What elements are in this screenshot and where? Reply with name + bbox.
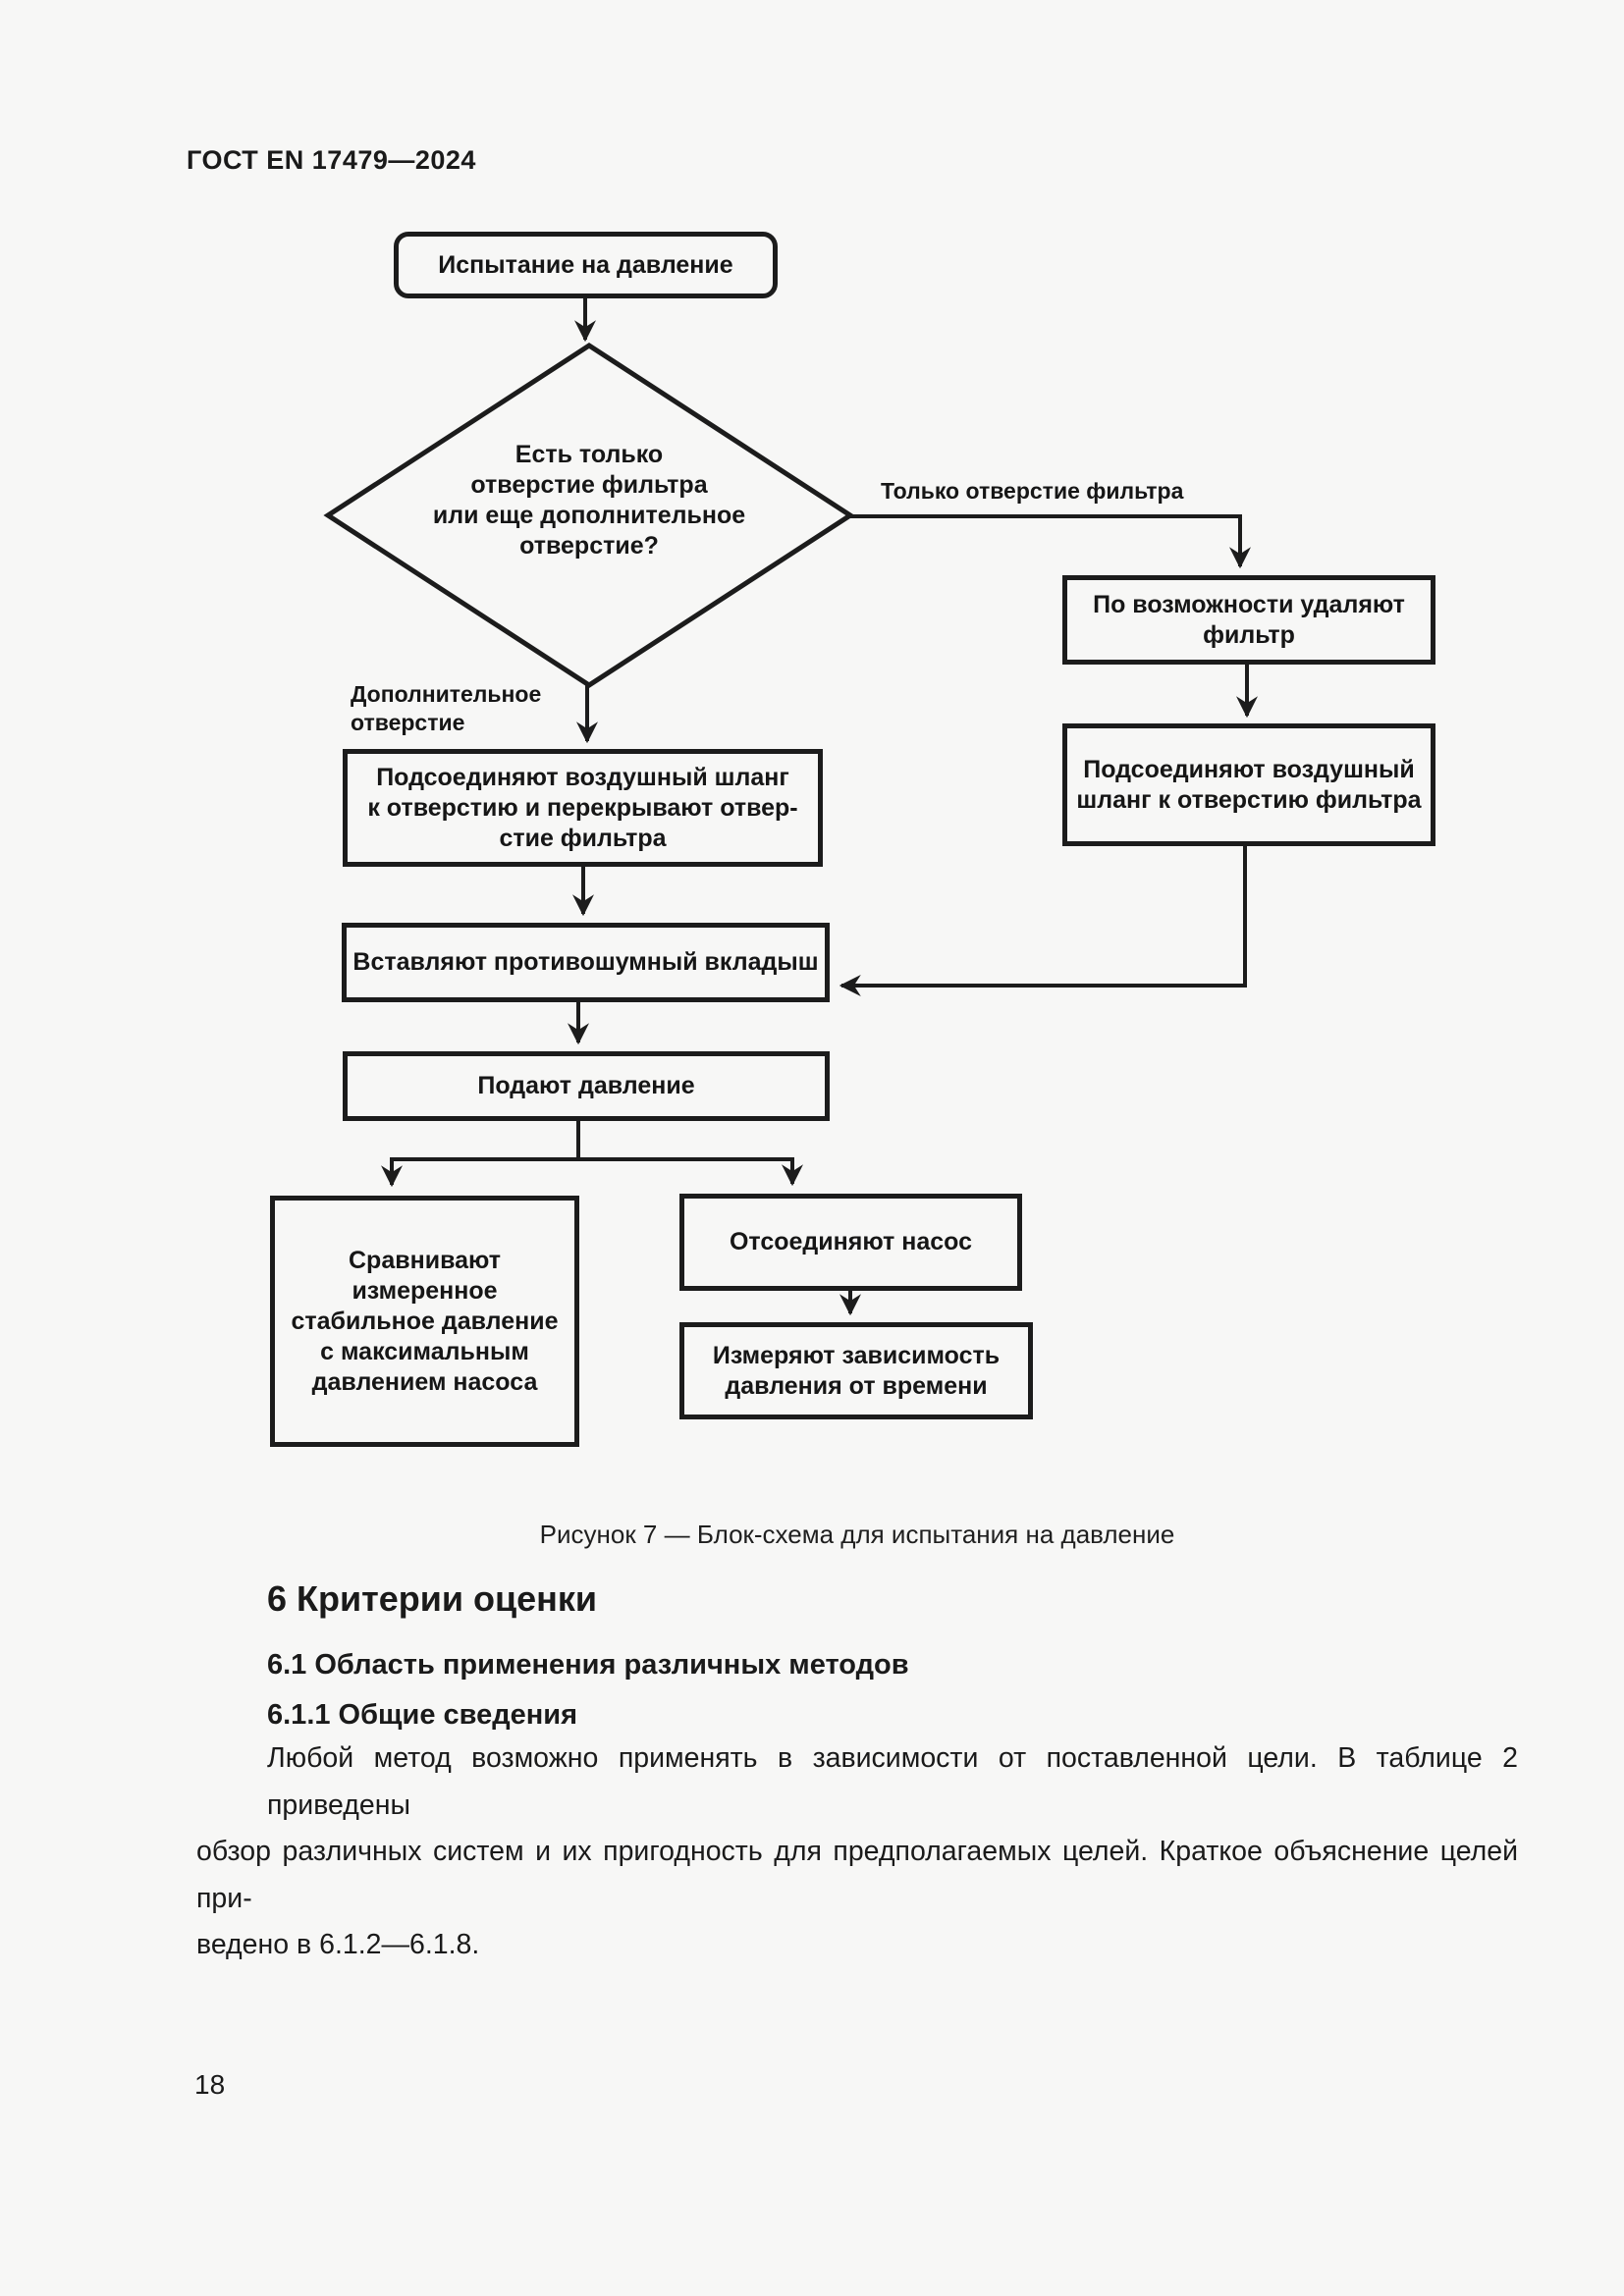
section-heading-6-1-1: 6.1.1 Общие сведения [267, 1699, 578, 1731]
body-paragraph: Любой метод возможно применять в зависим… [196, 1735, 1518, 1969]
node-remove-filter: По возможности удаляют фильтр [1062, 575, 1435, 665]
body-paragraph-line: обзор различных систем и их пригодность … [196, 1836, 1518, 1914]
body-paragraph-line: ведено в 6.1.2—6.1.8. [196, 1929, 480, 1960]
node-pressure-test-start: Испытание на давление [394, 232, 778, 298]
body-paragraph-line: Любой метод возможно применять в зависим… [267, 1742, 1518, 1821]
document-code: ГОСТ EN 17479—2024 [187, 145, 476, 175]
node-compare-pressure: Сравнивают измеренное стабильное давлени… [270, 1196, 579, 1447]
split-line-apply-pressure [392, 1121, 792, 1161]
node-connect-hose-to-filter-opening: Подсоединяют воздушный шланг к отверстию… [1062, 723, 1435, 846]
node-connect-hose-block-filter-opening: Подсоединяют воздушный шланг к отверстию… [343, 749, 823, 867]
arrow-connect-hose-to-insert-plug [839, 846, 1247, 996]
node-decision-text: Есть только отверстие фильтра или еще до… [432, 441, 746, 560]
node-disconnect-pump: Отсоединяют насос [679, 1194, 1022, 1291]
decision-diamond-shape [323, 343, 855, 688]
section-heading-6: 6 Критерии оценки [267, 1578, 598, 1619]
node-insert-noise-plug: Вставляют противошумный вкладыш [342, 923, 830, 1002]
arrow-decision-to-remove-filter [850, 514, 1251, 569]
edge-label-filter-opening-only: Только отверстие фильтра [881, 478, 1184, 504]
flowchart-connectors [323, 298, 1258, 1316]
section-heading-6-1: 6.1 Область применения различных методов [267, 1649, 909, 1681]
node-measure-pressure-time: Измеряют зависимость давления от времени [679, 1322, 1033, 1419]
edge-label-additional-opening: Дополнительное отверстие [351, 681, 542, 735]
page-number: 18 [194, 2069, 226, 2100]
node-apply-pressure: Подают давление [343, 1051, 830, 1121]
figure-caption: Рисунок 7 — Блок-схема для испытания на … [539, 1520, 1175, 1549]
